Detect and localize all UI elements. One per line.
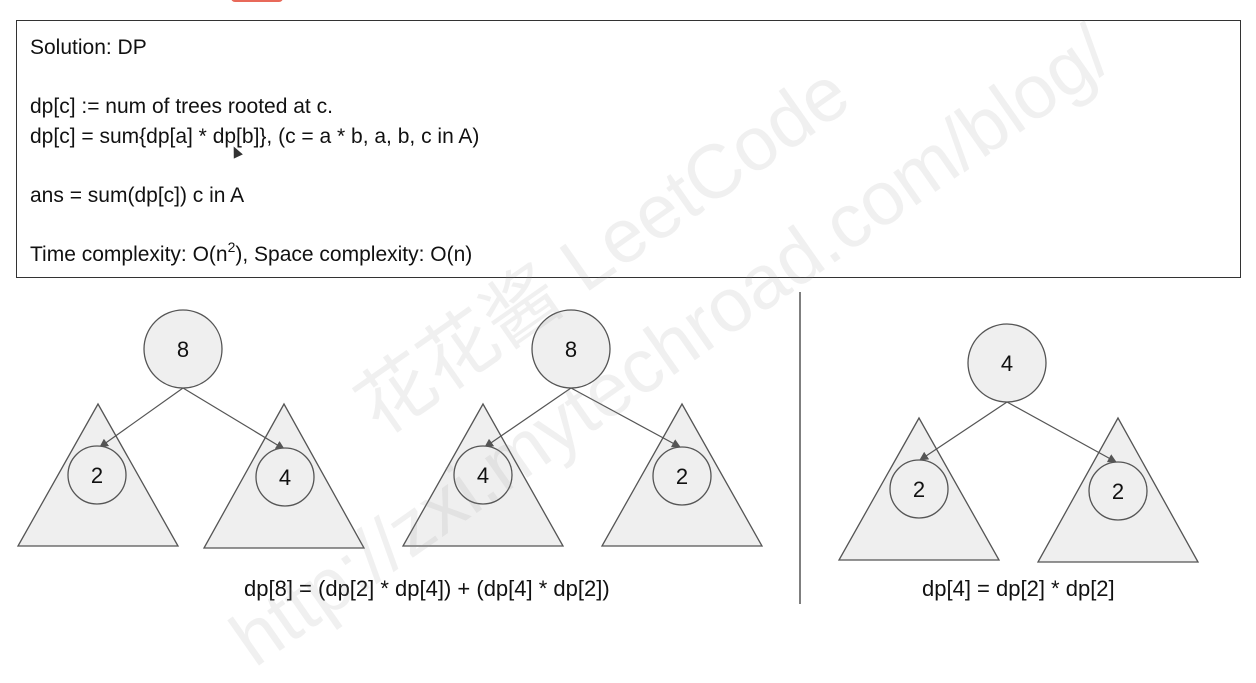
edge-right [182, 387, 285, 450]
right-child-node [255, 447, 315, 507]
solution-title: Solution: DP [30, 36, 147, 59]
right-child-label: 2 [1112, 479, 1124, 504]
caption-dp4: dp[4] = dp[2] * dp[2] [922, 576, 1115, 601]
complexity-suffix: ), Space complexity: O(n) [235, 243, 473, 266]
root-node-label: 8 [177, 337, 189, 362]
left-child-label: 2 [91, 463, 103, 488]
edge-left [99, 387, 184, 448]
edge-left [484, 387, 572, 448]
complexity-prefix: Time complexity: O(n [30, 243, 228, 266]
tree-2: 8 4 2 [401, 309, 764, 547]
root-node-label: 8 [565, 337, 577, 362]
edge-left [919, 401, 1008, 461]
root-node [967, 323, 1047, 403]
complexity-line: Time complexity: O(n2), Space complexity… [30, 239, 473, 268]
left-child-node [889, 459, 949, 519]
answer-formula: ans = sum(dp[c]) c in A [30, 184, 245, 207]
left-child-label: 4 [477, 463, 489, 488]
complexity-exponent: 2 [227, 239, 236, 255]
tree-1: 8 2 4 [16, 309, 366, 549]
solution-box: Solution: DP dp[c] := num of trees roote… [16, 20, 1241, 278]
root-node [143, 309, 223, 389]
caption-dp8: dp[8] = (dp[2] * dp[4]) + (dp[4] * dp[2]… [244, 576, 610, 601]
tree-diagrams: 8 2 4 8 4 2 4 2 2 [16, 292, 1200, 604]
right-child-node [652, 446, 712, 506]
tree-3: 4 2 2 [837, 323, 1200, 563]
dp-recurrence: dp[c] = sum{dp[a] * dp[b]}, (c = a * b, … [30, 125, 480, 148]
dp-definition: dp[c] := num of trees rooted at c. [30, 95, 333, 118]
left-child-node [67, 445, 127, 505]
top-tab-marker [231, 0, 283, 2]
left-child-node [453, 445, 513, 505]
right-child-node [1088, 461, 1148, 521]
root-node [531, 309, 611, 389]
right-child-label: 2 [676, 464, 688, 489]
right-child-label: 4 [279, 465, 291, 490]
edge-right [1006, 401, 1117, 463]
root-node-label: 4 [1001, 351, 1013, 376]
edge-right [570, 387, 681, 448]
left-child-label: 2 [913, 477, 925, 502]
